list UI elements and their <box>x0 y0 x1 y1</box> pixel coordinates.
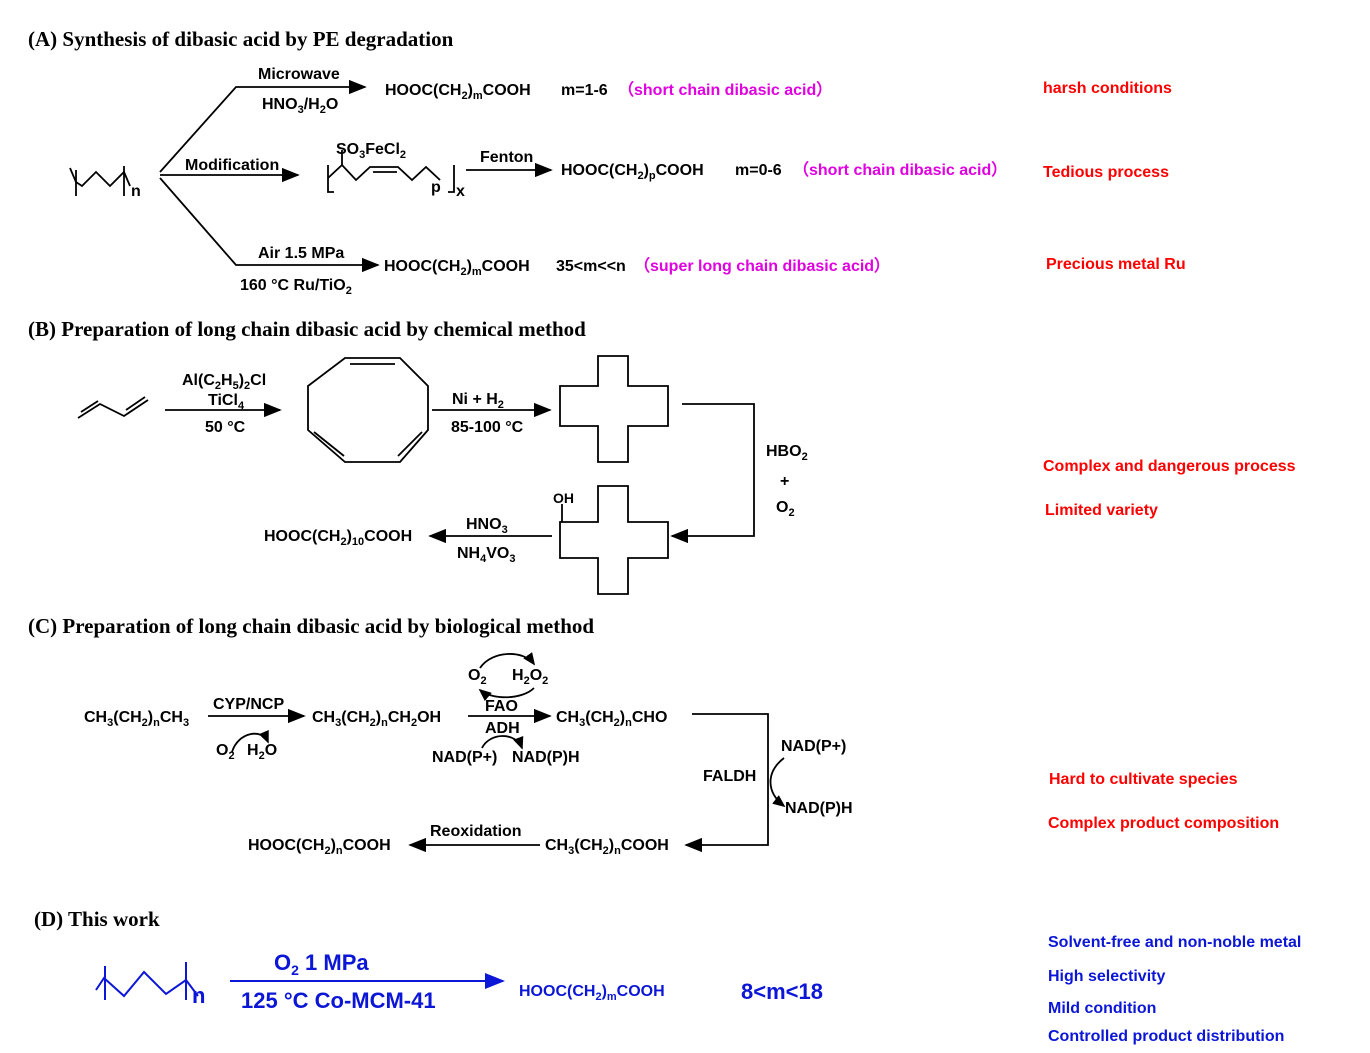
b-drawback-2: Limited variety <box>1045 502 1158 519</box>
r1-condition-above: Microwave <box>258 66 340 83</box>
c-product: HOOC(CH2)nCOOH <box>248 837 391 857</box>
b-drawback-1: Complex and dangerous process <box>1043 458 1296 475</box>
c-h2o: H2O <box>247 742 277 762</box>
r2-fenton: Fenton <box>480 149 533 166</box>
r3-condition-above: Air 1.5 MPa <box>258 245 344 262</box>
d-advantage-2: High selectivity <box>1048 968 1165 985</box>
d-advantage-1: Solvent-free and non-noble metal <box>1048 934 1301 951</box>
c-enzyme-cyp: CYP/NCP <box>213 696 284 713</box>
r1-note: （short chain dibasic acid） <box>618 81 832 99</box>
section-c-heading: (C) Preparation of long chain dibasic ac… <box>28 614 594 638</box>
pe-structure-this-work: n <box>95 962 205 1008</box>
c-enzyme-fao: FAO <box>485 698 518 715</box>
r3-note: （super long chain dibasic acid） <box>634 257 890 275</box>
arrow-air <box>159 177 380 273</box>
c-acid: CH3(CH2)nCOOH <box>545 837 669 857</box>
r1-condition-below: HNO3/H2O <box>262 96 338 116</box>
subscript-x: x <box>456 183 465 200</box>
b-step2-temp: 85-100 °C <box>451 419 524 436</box>
c-enzyme-faldh: FALDH <box>703 768 756 785</box>
c-reoxidation: Reoxidation <box>430 823 522 840</box>
cyclododecanol-structure <box>559 485 669 595</box>
cyclododecane-structure <box>559 355 669 463</box>
r2-product: HOOC(CH2)pCOOH <box>561 162 704 182</box>
c-alcohol: CH3(CH2)nCH2OH <box>312 709 441 729</box>
b-step3-plus: + <box>780 473 789 490</box>
d-advantage-3: Mild condition <box>1048 1000 1156 1017</box>
c-drawback-1: Hard to cultivate species <box>1049 771 1238 788</box>
b-step4-reagent: HNO3 <box>466 516 508 536</box>
modified-pe-structure: SO3FeCl2 p x <box>327 141 465 200</box>
b-step4-catalyst: NH4VO3 <box>457 545 515 565</box>
r3-product: HOOC(CH2)mCOOH <box>384 258 530 278</box>
b-step3-oxygen: O2 <box>776 499 795 519</box>
c-nadp-2: NAD(P+) <box>781 738 846 755</box>
section-d-heading: (D) This work <box>34 907 160 931</box>
c-enzyme-adh: ADH <box>485 720 520 737</box>
polyethylene-structure: n <box>69 166 141 200</box>
r2-range: m=0-6 <box>735 162 782 179</box>
b-step1-catalyst: Al(C2H5)2Cl <box>182 372 266 392</box>
r2-note: （short chain dibasic acid） <box>793 161 1007 179</box>
cyclododecatriene-structure <box>307 357 429 463</box>
sulfonate-group: SO3FeCl2 <box>336 141 406 161</box>
butadiene-structure <box>77 396 149 419</box>
r2-drawback: Tedious process <box>1043 164 1169 181</box>
d-advantage-4: Controlled product distribution <box>1048 1028 1284 1045</box>
c-nadp: NAD(P+) <box>432 749 497 766</box>
arrow-microwave <box>159 79 367 173</box>
c-nadph: NAD(P)H <box>512 749 580 766</box>
c-nadph-2: NAD(P)H <box>785 800 853 817</box>
subscript-p: p <box>431 179 441 196</box>
section-a-heading: (A) Synthesis of dibasic acid by PE degr… <box>28 27 454 51</box>
arrow-oxidation <box>670 403 755 544</box>
r3-range: 35<m<<n <box>556 258 626 275</box>
c-aldehyde: CH3(CH2)nCHO <box>556 709 667 729</box>
c-o2-fao: O2 <box>468 667 487 687</box>
b-product: HOOC(CH2)10COOH <box>264 528 412 548</box>
repeat-n-blue: n <box>192 983 205 1008</box>
repeat-n: n <box>131 183 141 200</box>
c-h2o2: H2O2 <box>512 667 548 687</box>
r2-arrow-label: Modification <box>185 157 279 174</box>
r3-condition-below: 160 °C Ru/TiO2 <box>240 277 352 297</box>
d-range: 8<m<18 <box>741 979 823 1004</box>
c-alkane: CH3(CH2)nCH3 <box>84 709 189 729</box>
b-step1-cocatalyst: TiCl4 <box>208 392 245 412</box>
d-condition-below: 125 °C Co-MCM-41 <box>241 988 436 1013</box>
c-drawback-2: Complex product composition <box>1048 815 1279 832</box>
section-b-heading: (B) Preparation of long chain dibasic ac… <box>28 317 586 341</box>
b-step2-reagent: Ni + H2 <box>452 391 504 411</box>
r1-product: HOOC(CH2)mCOOH <box>385 82 531 102</box>
r3-drawback: Precious metal Ru <box>1046 256 1186 273</box>
r1-range: m=1-6 <box>561 82 608 99</box>
c-o2: O2 <box>216 742 235 762</box>
hydroxyl-label: OH <box>553 490 574 506</box>
arrow-faldh <box>684 713 769 853</box>
b-step1-temp: 50 °C <box>205 419 246 436</box>
b-step3-reagent: HBO2 <box>766 443 808 463</box>
d-condition-above: O2 1 MPa <box>274 950 369 978</box>
r1-drawback: harsh conditions <box>1043 80 1172 97</box>
d-product: HOOC(CH2)mCOOH <box>519 983 665 1003</box>
